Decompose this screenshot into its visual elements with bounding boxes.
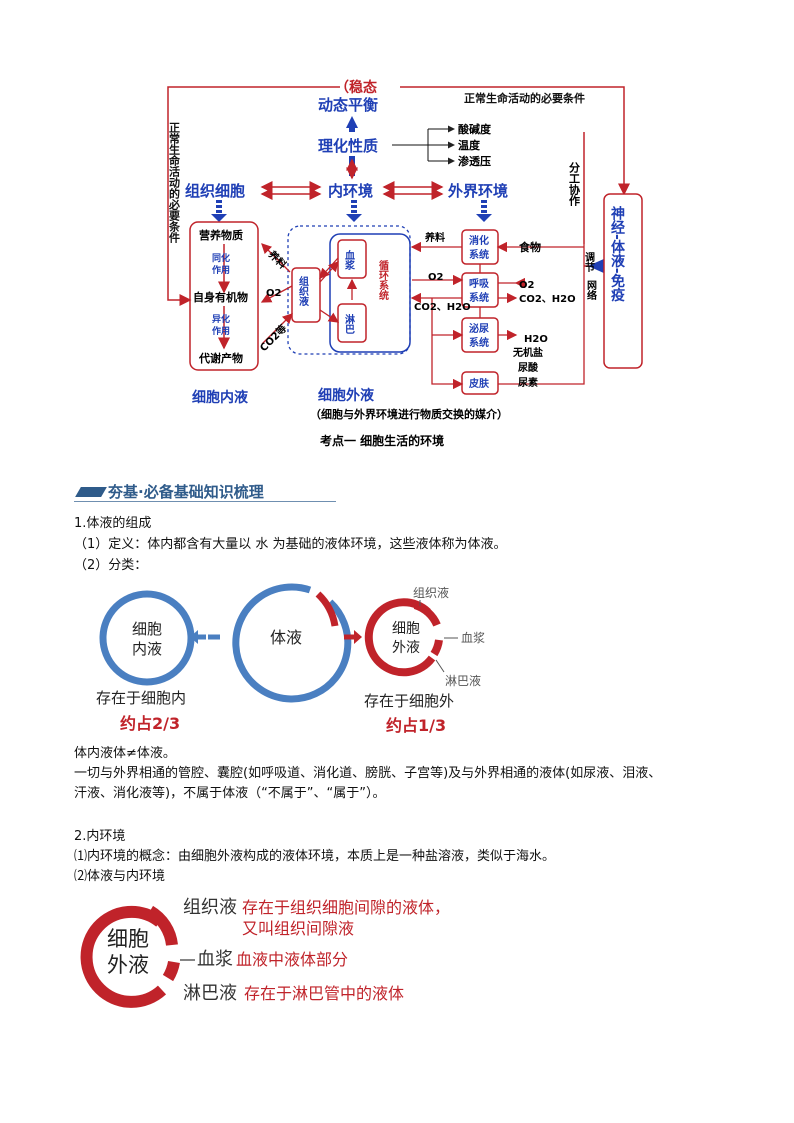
p2-heading: 2.内环境 xyxy=(74,829,126,844)
lymph-note: 淋巴液 xyxy=(445,673,481,688)
network-label: 网络 xyxy=(585,280,597,301)
dynamic-balance-label: 动态平衡 xyxy=(318,96,378,114)
urinary-1: 泌尿 xyxy=(469,322,489,335)
intracellular-ring xyxy=(99,590,195,686)
extracellular-label: 细胞外液 xyxy=(318,387,375,404)
p1-definition: （1）定义：体内都含有大量以 水 为基础的液体环境，这些液体称为体液。 xyxy=(74,537,507,552)
urinary-2: 系统 xyxy=(469,336,489,349)
lymph-desc: 存在于淋巴管中的液体 xyxy=(244,984,404,1003)
property-osmotic: 渗透压 xyxy=(458,154,491,168)
respiratory-2: 系统 xyxy=(469,291,489,304)
neuro-box xyxy=(603,193,643,369)
interstitial-name: 组织液 xyxy=(183,897,237,918)
property-temp: 温度 xyxy=(458,138,481,152)
dissimilation-2: 作用 xyxy=(212,325,230,337)
plasma-box xyxy=(337,239,367,279)
cell-box xyxy=(189,221,259,371)
homeostasis-loop xyxy=(167,86,630,306)
necessary-condition-left: 正常生命活动的必要条件 xyxy=(168,122,182,244)
lymph-box xyxy=(337,303,367,343)
external-env-label: 外界环境 xyxy=(447,182,508,200)
body-fluid-ring-red xyxy=(315,591,339,627)
assimilation-1: 同化 xyxy=(212,252,230,264)
interstitial-note: 组织液 xyxy=(413,585,449,600)
necessary-condition-top: 正常生命活动的必要条件 xyxy=(464,91,585,105)
medium-note: （细胞与外界环境进行物质交换的媒介） xyxy=(310,407,508,421)
note3: 汗液、消化液等)，不属于体液（“不属于”、“属于”）。 xyxy=(74,786,386,801)
plasma-name: 血浆 xyxy=(197,949,233,970)
body-fluid-ring-blue xyxy=(232,583,352,703)
skin-label: 皮肤 xyxy=(468,377,490,390)
ecf-2: 外液 xyxy=(392,640,420,656)
o2-left: O2 xyxy=(266,288,282,299)
excreta-h2o: H2O xyxy=(524,334,548,345)
intracellular-2: 内液 xyxy=(132,640,162,658)
plasma-label: 血浆 xyxy=(343,249,355,271)
excreta-salts: 无机盐 xyxy=(512,346,543,359)
excreta-urea: 尿素 xyxy=(518,376,538,389)
ecf-center-1: 细胞 xyxy=(107,927,149,951)
intracellular-label: 细胞内液 xyxy=(192,389,249,406)
lymph-name: 淋巴液 xyxy=(183,983,237,1004)
circulatory-box xyxy=(329,233,411,353)
banner-rule xyxy=(74,501,336,502)
ecf-ring xyxy=(364,598,436,677)
division-label: 分工协作 xyxy=(568,161,581,207)
section-banner: 夯基·必备基础知识梳理 xyxy=(74,480,336,502)
p1-heading: 1.体液的组成 xyxy=(74,516,152,531)
caption: 考点一 细胞生活的环境 xyxy=(320,433,444,448)
ecf-1: 细胞 xyxy=(392,621,420,637)
banner-bar xyxy=(75,487,107,497)
respiratory-1: 呼吸 xyxy=(469,277,490,290)
interstitial-desc-2: 又叫组织间隙液 xyxy=(242,919,354,938)
plasma-note: 血浆 xyxy=(461,630,485,645)
physicochemical-label: 理化性质 xyxy=(318,137,378,155)
internal-env-label: 内环境 xyxy=(328,182,373,200)
nutrients-label: 营养物质 xyxy=(199,228,243,242)
ecf-big-ring xyxy=(80,905,167,1008)
property-ph: 酸碱度 xyxy=(458,122,492,136)
food-label: 食物 xyxy=(519,240,541,254)
regulation-label: 调节 xyxy=(583,251,595,273)
section-title: 夯基·必备基础知识梳理 xyxy=(108,483,264,501)
note1: 体内液体≠体液。 xyxy=(74,746,176,761)
plasma-desc: 血液中液体部分 xyxy=(236,950,348,969)
digestive-1: 消化 xyxy=(469,234,489,247)
note2: 一切与外界相通的管腔、囊腔(如呼吸道、消化道、膀胱、子宫等)及与外界相通的液体(… xyxy=(74,766,662,781)
homeostasis-label: （稳态 xyxy=(335,79,377,96)
body-fluid-diagram: 细胞 内液 体液 细胞 外液 组织液 血浆 淋巴液 存在于细胞内 约占2/3 存… xyxy=(96,583,485,735)
p2-concept: ⑴内环境的概念：由细胞外液构成的液体环境，本质上是一种盐溶液，类似于海水。 xyxy=(74,849,556,864)
metabolites-label: 代谢产物 xyxy=(198,351,243,365)
o2-right: O2 xyxy=(519,280,535,291)
assimilation-2: 作用 xyxy=(212,264,230,276)
ecf-diagram: 细胞 外液 组织液 存在于组织细胞间隙的液体， 又叫组织间隙液 血浆 血液中液体… xyxy=(80,897,450,1008)
circulatory-label: 循环系统 xyxy=(377,259,389,301)
co2-mid: CO2、H2O xyxy=(414,302,471,313)
intracellular-1: 细胞 xyxy=(132,620,162,638)
o2-mid: O2 xyxy=(428,272,444,283)
digestive-2: 系统 xyxy=(469,248,489,261)
concept-map: （稳态 正常生命活动的必要条件 正常生命活动的必要条件 动态平衡 理化性质 酸碱… xyxy=(167,79,643,448)
interstitial-desc-1: 存在于组织细胞间隙的液体， xyxy=(242,898,450,917)
co2-left: CO2等 xyxy=(257,322,289,354)
interstitial-box xyxy=(291,267,321,323)
tissue-cell-label: 组织细胞 xyxy=(185,182,245,200)
excreta-uric: 尿酸 xyxy=(518,361,539,374)
organics-label: 自身有机物 xyxy=(193,290,248,304)
outside-label: 存在于细胞外 xyxy=(364,692,454,710)
body-fluid-label: 体液 xyxy=(270,628,302,647)
p2-relation: ⑵体液与内环境 xyxy=(74,869,166,884)
p1-classification: （2）分类： xyxy=(74,558,148,573)
interstitial-label: 组织液 xyxy=(297,275,309,307)
dissimilation-1: 异化 xyxy=(212,313,230,325)
neuro-label: 神经-体液-免疫 xyxy=(609,205,625,303)
inside-label: 存在于细胞内 xyxy=(96,689,186,707)
organ-systems xyxy=(461,229,499,395)
ecf-center-2: 外液 xyxy=(107,953,149,977)
outside-ratio: 约占1/3 xyxy=(386,716,446,735)
inside-ratio: 约占2/3 xyxy=(120,714,180,733)
lymph-label: 淋巴 xyxy=(343,313,355,334)
co2-right: CO2、H2O xyxy=(519,294,576,305)
nutrient-right: 养料 xyxy=(424,231,445,244)
